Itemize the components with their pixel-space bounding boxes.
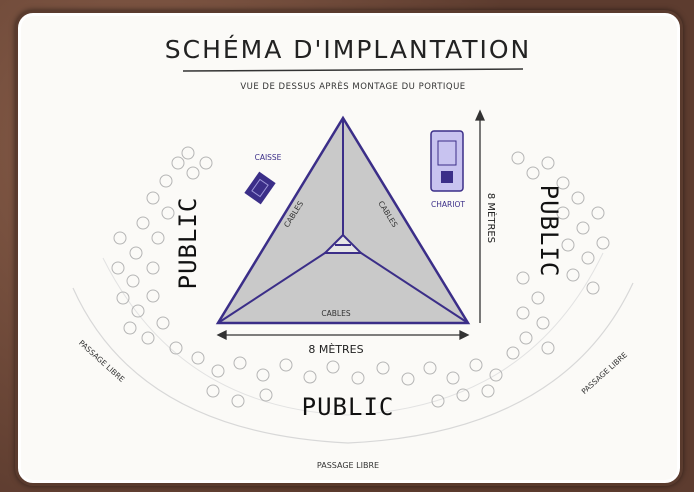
- cables-label-bottom: CABLES: [321, 309, 350, 318]
- diagram-subtitle: VUE DE DESSUS APRÈS MONTAGE DU PORTIQUE: [240, 80, 465, 92]
- chariot-icon: [430, 130, 464, 192]
- crowd-right: [506, 151, 610, 360]
- passage-label-right: PASSAGE LIBRE: [580, 350, 630, 396]
- cables: [217, 118, 469, 324]
- passage-arc-inner: [102, 252, 604, 416]
- caisse-icon: [244, 171, 276, 205]
- layout-diagram: SCHÉMA D'IMPLANTATION VUE DE DESSUS APRÈ…: [72, 35, 634, 470]
- width-dimension-label: 8 MÈTRES: [308, 343, 363, 356]
- passage-label-left: PASSAGE LIBRE: [77, 338, 127, 384]
- height-dimension-label: 8 MÈTRES: [485, 193, 498, 243]
- passage-arc-outer: [72, 282, 634, 444]
- public-label-right: PUBLIC: [535, 185, 563, 278]
- title-underline: [182, 68, 524, 72]
- passage-label-bottom: PASSAGE LIBRE: [317, 461, 379, 470]
- diagram-card: SCHÉMA D'IMPLANTATION VUE DE DESSUS APRÈ…: [15, 10, 683, 486]
- width-dimension-arrow: [216, 329, 470, 341]
- caisse-label: CAISSE: [255, 153, 282, 162]
- public-label-bottom: PUBLIC: [302, 393, 395, 421]
- height-dimension-arrow: [474, 109, 486, 323]
- public-label-left: PUBLIC: [174, 197, 202, 290]
- diagram-title: SCHÉMA D'IMPLANTATION: [165, 35, 532, 64]
- crowd-left: [111, 146, 213, 355]
- chariot-label: CHARIOT: [431, 200, 465, 209]
- crowd-bottom: [191, 351, 503, 408]
